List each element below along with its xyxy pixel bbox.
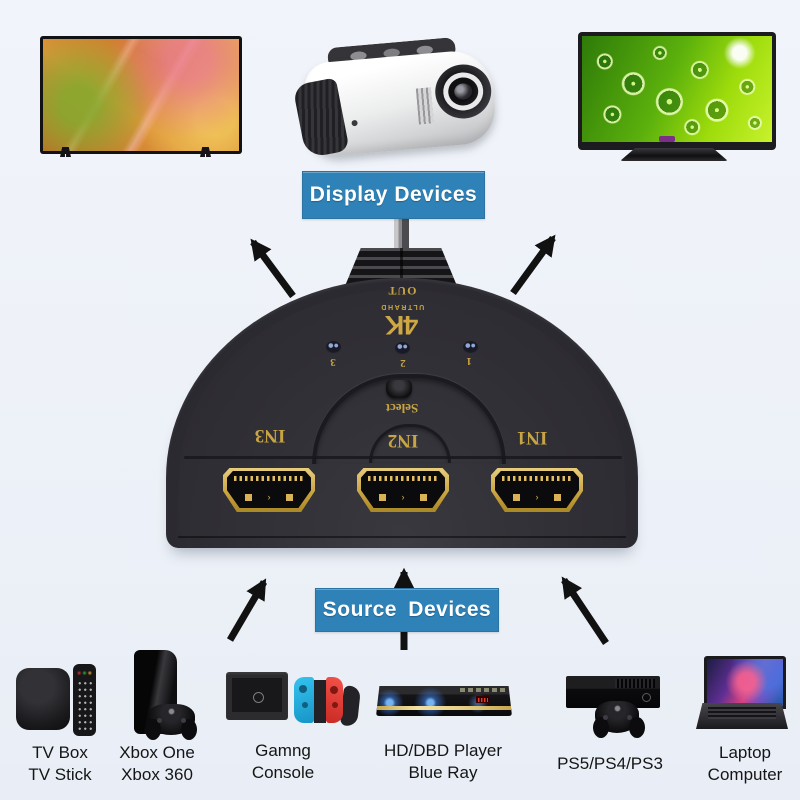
display-devices-banner: Display Devices [302, 171, 485, 219]
joycon-right-image [326, 677, 343, 723]
projector-vent-slats [415, 87, 434, 125]
hdmi-port-pad [420, 494, 427, 501]
arrow-bottom-left [226, 578, 268, 642]
hdmi-port-in2: › [357, 468, 449, 512]
source-devices-banner: Source Devices [315, 588, 499, 632]
label-line: Laptop [719, 743, 771, 762]
arrow-top-right [510, 234, 556, 296]
led-number-2: 2 [400, 357, 406, 369]
select-button [386, 380, 412, 398]
switch-dock-image [226, 672, 288, 720]
tv-box-image [16, 668, 70, 730]
select-label: Select [385, 401, 419, 416]
joycon-connector-image [314, 680, 326, 723]
label-line: Console [251, 763, 315, 782]
label-dvd-player: HD/DBD Player Blue Ray [378, 740, 508, 784]
hdmi-port-in1: › [491, 468, 583, 512]
label-line: Gamng [255, 741, 311, 760]
arrow-bottom-right [561, 576, 609, 645]
hdmi-port-pad [379, 494, 386, 501]
label-line: Xbox One [119, 743, 195, 762]
hdmi-port-pad [245, 494, 252, 501]
in3-port-label: IN3 [254, 425, 286, 446]
monitor-accent [659, 136, 675, 142]
label-line: Xbox 360 [121, 765, 193, 784]
laptop-wallpaper [707, 659, 783, 706]
hdmi-port-pins [234, 476, 304, 481]
hdmi-port-pad [513, 494, 520, 501]
arrow-top-left [250, 238, 296, 299]
label-line: PS5/PS4/PS3 [557, 754, 663, 773]
label-line: TV Stick [28, 765, 92, 784]
bottom-seam [178, 536, 626, 538]
projector-image [292, 31, 508, 174]
monitor-stand-base [620, 148, 728, 161]
label-playstation: PS5/PS4/PS3 [548, 753, 672, 775]
hdmi-port-chevron: › [401, 492, 405, 502]
label-gaming-console: Gamng Console [226, 740, 340, 784]
remote-control-image [73, 664, 96, 736]
4k-brand-text: 4K [385, 310, 419, 340]
port-panel-seam [184, 456, 622, 459]
laptop-screen-image [704, 656, 786, 709]
xbox-controller-image [145, 704, 195, 740]
dvd-top-buttons [460, 688, 506, 692]
in1-port-label: IN1 [516, 427, 548, 448]
hdmi-port-pins [368, 476, 438, 481]
hdmi-port-pad [554, 494, 561, 501]
out-port-label: OUT [387, 284, 417, 298]
label-tv-box: TV Box TV Stick [8, 742, 112, 786]
hdmi-port-pins [502, 476, 572, 481]
led-indicator-2 [395, 342, 410, 355]
television-screen [43, 39, 239, 151]
hdmi-port-chevron: › [267, 492, 271, 502]
dvd-player-image [376, 686, 512, 716]
label-line: TV Box [32, 743, 88, 762]
led-indicator-3 [326, 341, 341, 354]
television-foot-left [60, 147, 71, 157]
hdmi-output-cable [394, 210, 409, 258]
television-foot-right [200, 147, 211, 157]
hdmi-port-pad [286, 494, 293, 501]
in2-port-label: IN2 [387, 430, 419, 451]
led-number-1: 1 [466, 355, 472, 367]
hdmi-port-in3: › [223, 468, 315, 512]
led-indicator-1 [463, 341, 478, 354]
hdmi-port-chevron: › [535, 492, 539, 502]
monitor-image [578, 32, 776, 150]
label-line: Computer [707, 765, 783, 784]
monitor-screen [582, 36, 772, 142]
joycon-grip-image [339, 685, 362, 727]
playstation-controller-image [593, 701, 639, 738]
dvd-display [476, 696, 490, 703]
led-number-3: 3 [330, 356, 336, 368]
laptop-keyboard-image [696, 703, 788, 729]
label-laptop: Laptop Computer [693, 742, 797, 786]
label-xbox: Xbox One Xbox 360 [105, 742, 209, 786]
label-line: Blue Ray [408, 763, 478, 782]
label-line: HD/DBD Player [383, 741, 503, 760]
joycon-left-image [294, 677, 314, 723]
television-image [40, 36, 242, 154]
